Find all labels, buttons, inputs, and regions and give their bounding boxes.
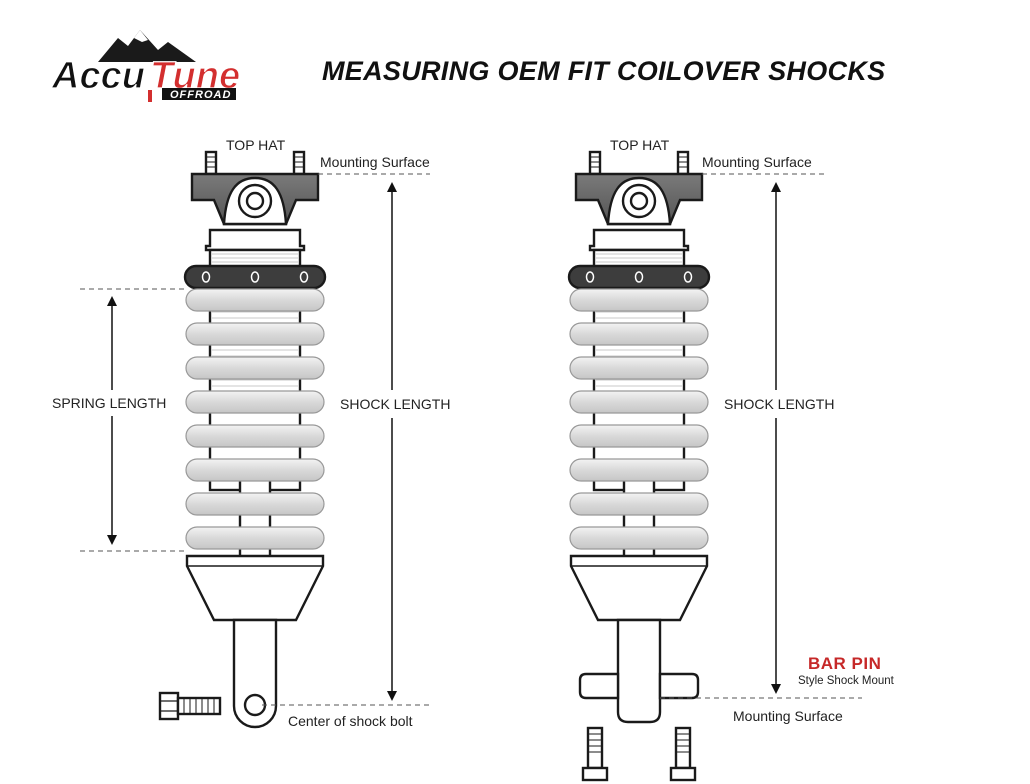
center-of-shock-bolt-label: Center of shock bolt [288, 713, 413, 729]
logo-brand-left: Accu [51, 55, 145, 97]
left-shock-length-dimension [387, 182, 397, 701]
right-mounting-surface-label: Mounting Surface [702, 154, 812, 170]
accutune-logo: Accu Tune OFFROAD [50, 30, 241, 102]
right-mounting-surface-bottom-label: Mounting Surface [733, 708, 843, 724]
left-body-cap [204, 228, 306, 252]
right-shock [567, 150, 711, 782]
bar-pin-bolt-right-icon [669, 726, 697, 782]
left-top-studs [204, 150, 306, 176]
bar-pin-left-tab [578, 672, 620, 700]
logo-sub-bar [162, 88, 236, 100]
logo-mountain-icon [98, 30, 196, 62]
left-lower-eyelet [232, 618, 278, 729]
right-lower-mount [616, 618, 662, 724]
spring-length-label: SPRING LENGTH [52, 395, 166, 411]
right-top-hat-label: TOP HAT [610, 137, 670, 153]
right-top-studs [588, 150, 690, 176]
logo-brand-sub: OFFROAD [170, 89, 231, 101]
left-top-hat-label: TOP HAT [226, 137, 286, 153]
left-shock-bolt-icon [158, 691, 222, 721]
right-shock-length-label: SHOCK LENGTH [724, 396, 834, 412]
logo-brand-right: Tune [150, 55, 240, 97]
left-shock [158, 150, 327, 729]
spring-length-dimension [107, 296, 117, 545]
right-body-cap [588, 228, 690, 252]
bar-pin-label: BAR PIN [808, 654, 881, 673]
bar-pin-bolt-left-icon [581, 726, 609, 782]
logo-snowcap-icon [134, 30, 148, 42]
bar-pin-right-tab [658, 672, 700, 700]
bar-pin-sub-label: Style Shock Mount [798, 675, 895, 687]
right-spring-retainer [567, 264, 711, 290]
left-shock-length-label: SHOCK LENGTH [340, 396, 450, 412]
page-title: MEASURING OEM FIT COILOVER SHOCKS [322, 56, 885, 86]
left-spring-retainer [183, 264, 327, 290]
logo-shock-icon [148, 90, 152, 102]
right-shock-length-dimension [771, 182, 781, 694]
left-spring [185, 288, 325, 550]
right-spring [569, 288, 709, 550]
left-mounting-surface-label: Mounting Surface [320, 154, 430, 170]
